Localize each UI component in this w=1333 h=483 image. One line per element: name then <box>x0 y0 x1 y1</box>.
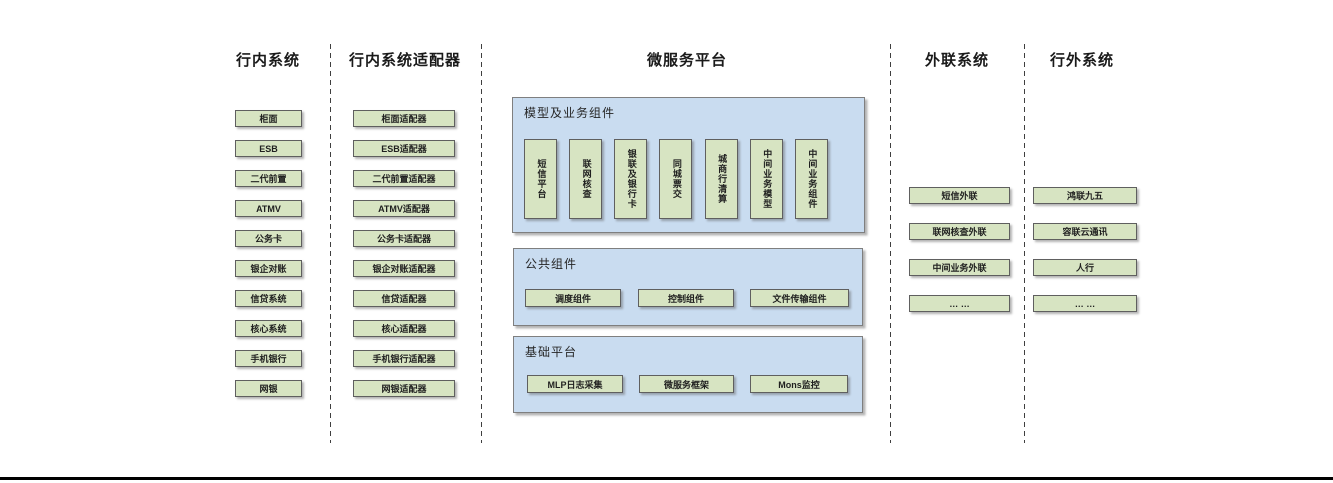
panel-label: 模型及业务组件 <box>524 106 616 120</box>
component-node: 城商行清算 <box>704 139 738 219</box>
component-node: 中间业务组件 <box>794 139 828 219</box>
adapters-column: 柜面适配器 ESB适配器 二代前置适配器 ATMV适配器 公务卡适配器 银企对账… <box>353 110 455 410</box>
system-node: 银企对账 <box>235 260 302 277</box>
component-node: 银联及银行卡 <box>614 139 648 219</box>
column-separator <box>481 44 482 443</box>
outside-node: 鸿联九五 <box>1033 187 1137 204</box>
component-node: 联网核查 <box>569 139 603 219</box>
model-components-row: 短信平台 联网核查 银联及银行卡 同城票交 城商行清算 中间业务模型 中间业务组… <box>524 139 828 219</box>
system-node: ESB <box>235 140 302 157</box>
external-link-column: 短信外联 联网核查外联 中间业务外联 … … <box>909 187 1010 331</box>
adapter-node: 银企对账适配器 <box>353 260 455 277</box>
component-node: 调度组件 <box>525 289 621 307</box>
panel-label: 基础平台 <box>525 345 578 359</box>
adapter-node: 核心适配器 <box>353 320 455 337</box>
column-separator <box>890 44 891 443</box>
system-node: 二代前置 <box>235 170 302 187</box>
component-node: 文件传输组件 <box>750 289 849 307</box>
system-node: 手机银行 <box>235 350 302 367</box>
outside-node: … … <box>1033 295 1137 312</box>
system-node: 信贷系统 <box>235 290 302 307</box>
adapter-node: ESB适配器 <box>353 140 455 157</box>
adapter-node: 网银适配器 <box>353 380 455 397</box>
adapter-node: 信贷适配器 <box>353 290 455 307</box>
column-title-outside: 行外系统 <box>1049 52 1115 69</box>
external-node: 中间业务外联 <box>909 259 1010 276</box>
external-node: … … <box>909 295 1010 312</box>
outside-column: 鸿联九五 容联云通讯 人行 … … <box>1033 187 1137 331</box>
common-components-panel: 公共组件 调度组件 控制组件 文件传输组件 <box>513 248 863 326</box>
column-title-external-link: 外联系统 <box>924 52 990 69</box>
bottom-rule <box>0 477 1333 480</box>
adapter-node: ATMV适配器 <box>353 200 455 217</box>
column-separator <box>330 44 331 443</box>
system-node: ATMV <box>235 200 302 217</box>
column-title-platform: 微服务平台 <box>646 52 728 69</box>
component-node: 短信平台 <box>524 139 557 219</box>
model-components-panel: 模型及业务组件 短信平台 联网核查 银联及银行卡 同城票交 城商行清算 中间业务… <box>512 97 865 233</box>
system-node: 网银 <box>235 380 302 397</box>
column-title-adapters: 行内系统适配器 <box>348 52 462 69</box>
panel-label: 公共组件 <box>525 257 578 271</box>
system-node: 核心系统 <box>235 320 302 337</box>
base-platform-panel: 基础平台 MLP日志采集 微服务框架 Mons监控 <box>513 336 863 413</box>
external-node: 联网核查外联 <box>909 223 1010 240</box>
component-node: MLP日志采集 <box>527 375 623 393</box>
adapter-node: 二代前置适配器 <box>353 170 455 187</box>
adapter-node: 公务卡适配器 <box>353 230 455 247</box>
component-node: 控制组件 <box>638 289 734 307</box>
system-node: 柜面 <box>235 110 302 127</box>
adapter-node: 手机银行适配器 <box>353 350 455 367</box>
column-title-inbank: 行内系统 <box>235 52 301 69</box>
component-node: 中间业务模型 <box>749 139 783 219</box>
column-separator <box>1024 44 1025 443</box>
component-node: 微服务框架 <box>639 375 734 393</box>
external-node: 短信外联 <box>909 187 1010 204</box>
adapter-node: 柜面适配器 <box>353 110 455 127</box>
component-node: 同城票交 <box>659 139 693 219</box>
component-node: Mons监控 <box>750 375 848 393</box>
system-node: 公务卡 <box>235 230 302 247</box>
outside-node: 容联云通讯 <box>1033 223 1137 240</box>
outside-node: 人行 <box>1033 259 1137 276</box>
inbank-column: 柜面 ESB 二代前置 ATMV 公务卡 银企对账 信贷系统 核心系统 手机银行… <box>235 110 302 410</box>
